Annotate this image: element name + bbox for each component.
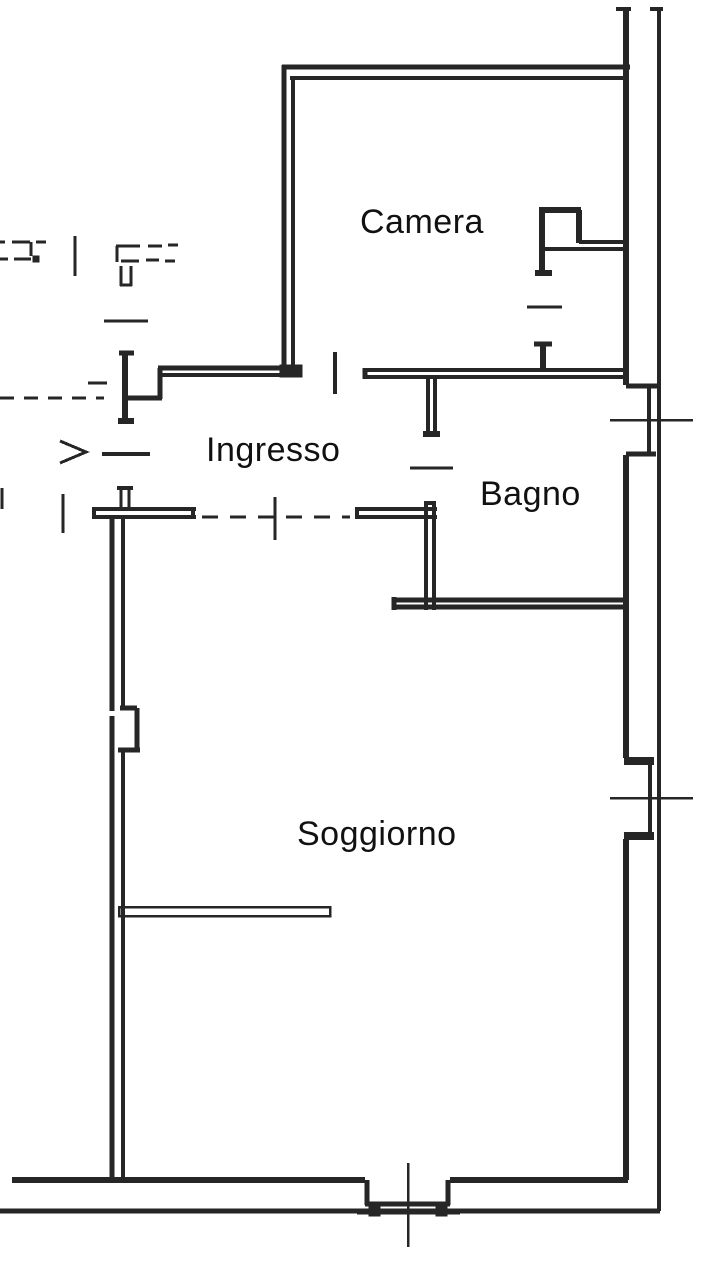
soggiorno-window xyxy=(610,757,693,840)
ingresso-soggiorno-walls xyxy=(92,486,437,610)
balcony-dashes xyxy=(0,236,178,323)
room-label-camera: Camera xyxy=(360,203,484,241)
room-label-bagno: Bagno xyxy=(480,475,581,513)
room-label-soggiorno: Soggiorno xyxy=(297,815,457,853)
room-label-ingresso: Ingresso xyxy=(206,431,341,469)
balcony-door xyxy=(357,1163,460,1247)
chimney-detail xyxy=(527,207,628,368)
camera-walls xyxy=(279,64,630,379)
entrance-walls xyxy=(128,365,302,401)
bagno-walls xyxy=(391,378,629,610)
outer-wall-right xyxy=(616,7,663,1211)
passage-dashed-opening xyxy=(202,497,350,540)
entrance-dashes xyxy=(0,381,150,533)
soggiorno-left-wall xyxy=(109,519,125,1181)
shelf xyxy=(117,905,332,918)
bagno-window xyxy=(610,383,693,457)
entrance-door-jamb xyxy=(118,350,134,424)
wall-niche xyxy=(118,705,140,753)
bottom-wall xyxy=(0,1177,660,1214)
